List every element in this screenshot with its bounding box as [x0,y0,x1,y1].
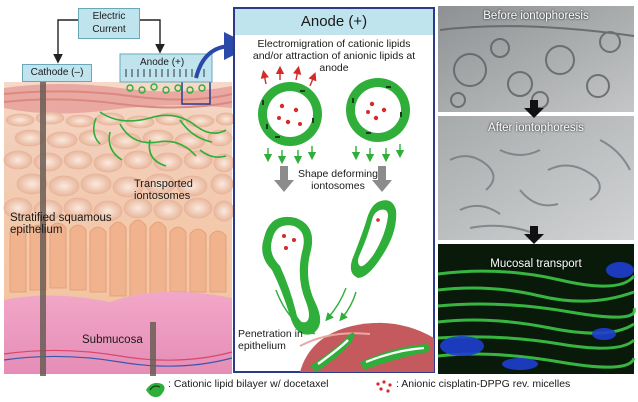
micrograph-mucosal [437,244,636,374]
tissue-panel [3,77,237,376]
anode-panel [233,7,435,373]
photo-caption-before: Before iontophoresis [483,10,589,22]
deformed-iontosome-left [262,216,321,335]
anode-header: Anode (+) [300,13,368,30]
legend-anionic-icon [376,380,392,393]
electric-current-box: Electric Current [78,8,140,39]
stratified-line-2: epithelium [10,224,63,236]
deformed-iontosome-right [350,200,397,278]
penetration-line-1: Penetration in [238,328,303,340]
down-arrow-right [372,166,392,192]
cationic-vesicle-left [258,65,322,165]
electric-current-line-1: Electric [92,11,126,22]
electric-current-line-2: Current [92,24,126,35]
photo-caption-after: After iontophoresis [488,122,584,134]
shape-deforming-line-1: Shape deforming [298,168,378,180]
transported-line-1: Transported [134,178,193,190]
electromigration-text: Electromigration of cationic lipids and/… [236,38,432,74]
legend-anionic-text: : Anionic cisplatin-DPPG rev. micelles [396,378,571,390]
arrow-before-after [524,100,544,118]
legend-cationic-text: : Cationic lipid bilayer w/ docetaxel [168,378,329,390]
shape-deforming-line-2: iontosomes [311,180,365,192]
electromigration-line-3: anode [319,62,349,74]
anode-small-label: Anode (+) [140,57,185,68]
cathode-box: Cathode (–) [22,64,92,82]
cationic-vesicle-right [346,78,410,163]
down-arrow-left [274,166,294,192]
transported-line-2: iontosomes [134,190,191,202]
micrograph-after [438,116,634,240]
electromigration-line-1: Electromigration of cationic lipids [257,38,411,50]
shape-deforming-text: Shape deforming iontosomes [298,168,378,192]
legend-cationic-icon [146,382,165,398]
penetration-line-2: epithelium [238,340,286,352]
stratified-epithelium-label: Stratified squamous epithelium [10,212,112,236]
stratified-line-1: Stratified squamous [10,212,112,224]
transported-iontosomes-label: Transported iontosomes [134,178,193,202]
arrow-after-mucosal [524,226,544,244]
photo-caption-mucosal: Mucosal transport [490,258,582,270]
submucosa-label: Submucosa [82,334,143,346]
cathode-label: Cathode (–) [30,67,84,78]
electromigration-line-2: and/or attraction of anionic lipids at [252,50,416,62]
penetration-text: Penetration in epithelium [238,328,303,352]
